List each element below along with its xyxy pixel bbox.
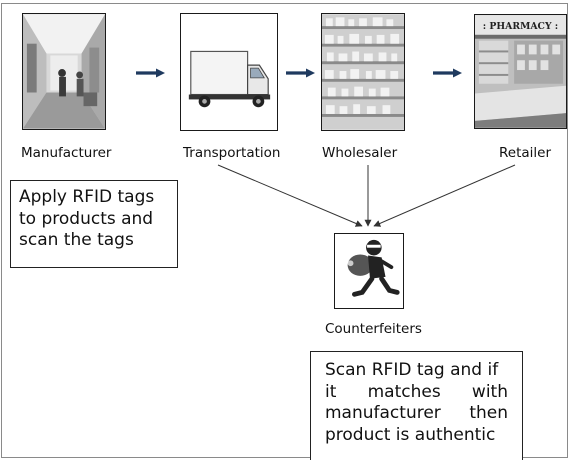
pharmacy-sign: : PHARMACY : <box>483 21 558 32</box>
thief-icon <box>335 234 403 308</box>
transportation-photo <box>180 13 278 131</box>
manufacturer-note: Apply RFID tags to products and scan the… <box>10 180 178 268</box>
retailer-note-line: manufacturer then <box>325 403 508 423</box>
stage-label-retailer: Retailer <box>499 145 552 161</box>
counterfeiter-illustration <box>334 233 404 309</box>
stage-label-transportation: Transportation <box>183 145 281 161</box>
retailer-note-line: it matches with <box>325 381 508 402</box>
retailer-photo: : PHARMACY : <box>474 14 567 129</box>
stage-label-manufacturer: Manufacturer <box>21 145 112 161</box>
retailer-note-line: product is authentic <box>325 424 496 445</box>
warehouse-shelves-photo-icon <box>322 14 404 130</box>
manufacturer-note-line: scan the tags <box>19 230 134 250</box>
stage-label-wholesaler: Wholesaler <box>322 145 398 161</box>
delivery-truck-icon <box>181 14 277 130</box>
pharmacy-storefront-photo-icon: : PHARMACY : <box>475 15 566 128</box>
manufacturer-photo <box>22 13 106 130</box>
hospital-corridor-photo-icon <box>23 14 105 129</box>
counterfeiters-label: Counterfeiters <box>325 321 422 337</box>
diagram-frame <box>1 3 568 458</box>
manufacturer-note-line: to products and <box>19 208 154 229</box>
retailer-note: Scan RFID tag and if it matches with man… <box>310 351 523 460</box>
retailer-note-line: Scan RFID tag and if <box>325 360 499 380</box>
manufacturer-note-line: Apply RFID tags <box>19 187 155 207</box>
wholesaler-photo <box>321 13 405 131</box>
